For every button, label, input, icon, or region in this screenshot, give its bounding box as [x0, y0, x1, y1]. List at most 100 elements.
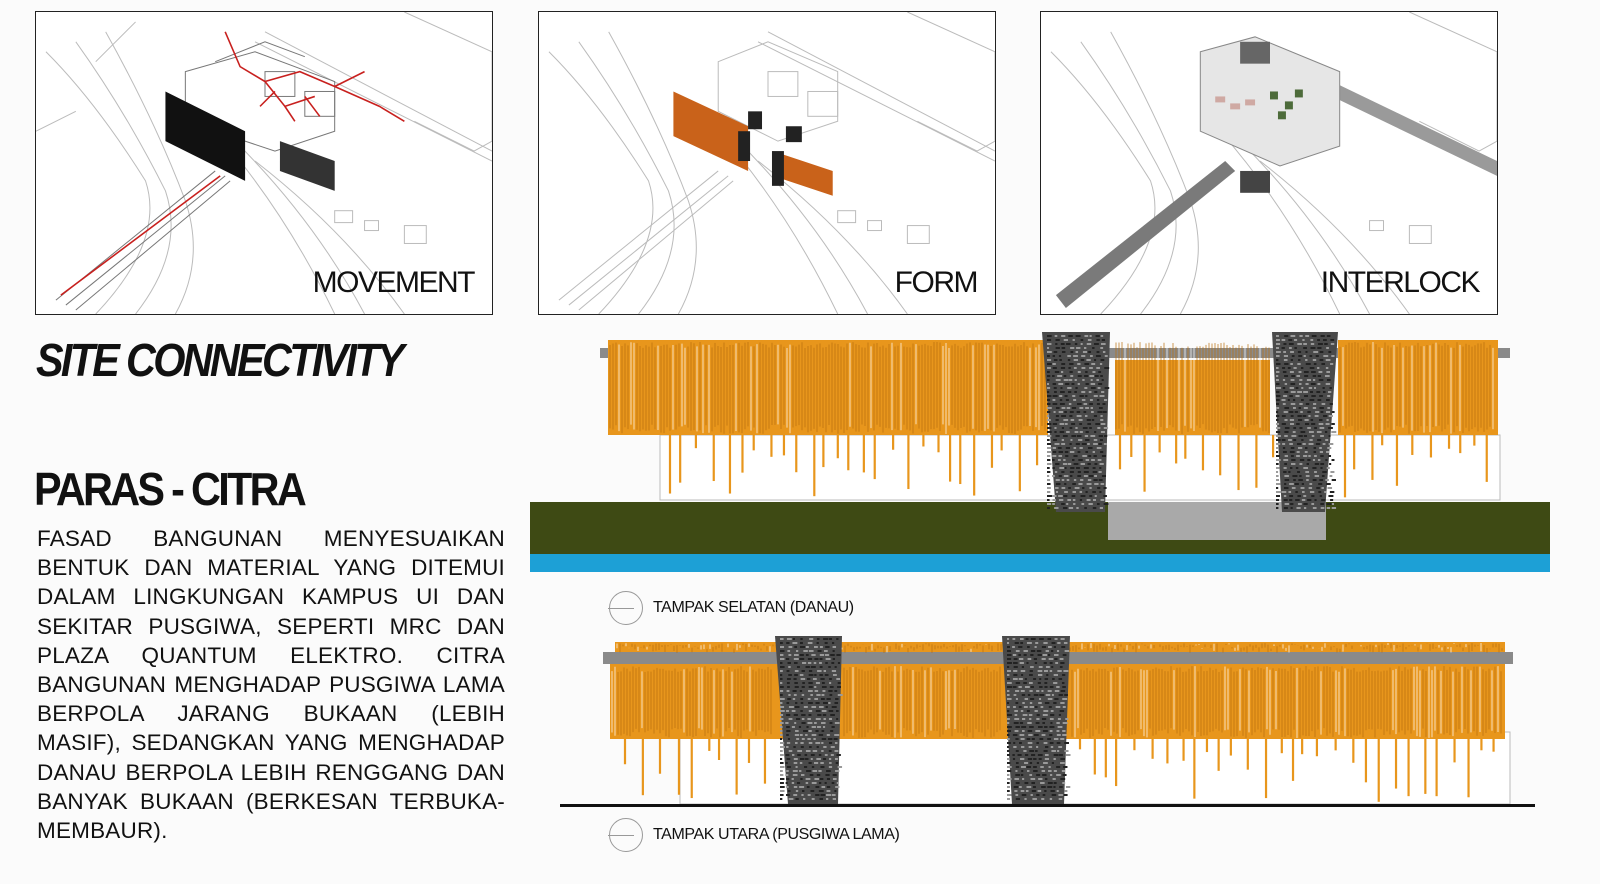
stone-block — [1045, 666, 1050, 668]
stone-block — [1087, 479, 1092, 481]
stone-block — [803, 798, 806, 800]
stone-block — [795, 798, 799, 800]
stone-block — [822, 758, 827, 760]
stone-block — [1047, 363, 1052, 365]
stone-block — [1301, 439, 1304, 441]
stone-block — [1039, 686, 1043, 688]
stone-block — [1308, 387, 1313, 389]
stone-block — [1330, 471, 1335, 473]
stone-block — [1063, 339, 1068, 341]
north-elevation-drawing — [560, 636, 1535, 807]
stone-block — [786, 638, 792, 640]
stone-block — [1040, 706, 1044, 708]
stone-block — [830, 746, 835, 748]
stone-block — [1044, 702, 1050, 704]
stone-block — [1033, 758, 1037, 760]
stone-block — [1326, 467, 1330, 469]
stone-block — [832, 798, 837, 800]
stone-block — [1019, 662, 1024, 664]
stone-block — [780, 658, 785, 660]
stone-block — [780, 678, 783, 680]
stone-block — [1284, 383, 1288, 385]
stone-block — [1079, 395, 1084, 397]
stone-block — [1054, 431, 1057, 433]
stone-block — [1061, 335, 1066, 337]
stone-block — [780, 770, 783, 772]
stone-block — [1053, 411, 1056, 413]
stone-block — [1077, 475, 1082, 477]
stone-block — [1039, 638, 1044, 640]
stone-block — [786, 770, 789, 772]
stone-block — [1323, 339, 1327, 341]
stone-block — [1038, 758, 1042, 760]
stone-block — [1052, 363, 1056, 365]
stone-block — [798, 726, 802, 728]
stone-block — [1102, 411, 1107, 413]
stone-block — [1090, 383, 1096, 385]
stone-block — [1037, 670, 1043, 672]
stone-block — [1317, 375, 1322, 377]
stone-block — [1059, 666, 1063, 668]
stone-block — [1058, 714, 1061, 716]
stone-block — [811, 734, 817, 736]
stone-block — [1075, 443, 1080, 445]
stone-block — [1036, 718, 1040, 720]
stone-block — [1077, 471, 1081, 473]
stone-block — [1064, 650, 1070, 652]
stone-block — [1078, 439, 1083, 441]
stone-block — [834, 750, 839, 752]
stone-block — [780, 698, 785, 700]
stone-block — [1007, 710, 1010, 712]
stone-block — [1068, 507, 1074, 509]
stone-block — [1028, 746, 1033, 748]
stone-block — [1020, 690, 1025, 692]
stone-block — [780, 766, 785, 768]
stone-block — [1060, 738, 1065, 740]
stone-block — [1047, 491, 1051, 493]
stone-block — [809, 774, 814, 776]
stone-block — [1036, 714, 1040, 716]
stone-block — [1276, 383, 1280, 385]
stone-block — [1329, 463, 1332, 465]
stone-block — [1039, 698, 1042, 700]
stone-block — [829, 762, 832, 764]
stone-block — [1013, 786, 1019, 788]
stone-block — [1320, 411, 1324, 413]
stone-block — [1303, 435, 1307, 437]
stone-block — [1318, 371, 1323, 373]
stone-block — [808, 730, 812, 732]
stone-block — [829, 682, 832, 684]
stone-block — [826, 770, 831, 772]
stone-block — [1303, 371, 1309, 373]
stone-block — [1100, 375, 1103, 377]
stone-block — [814, 698, 819, 700]
stone-block — [1276, 483, 1281, 485]
stone-block — [1324, 491, 1327, 493]
stone-block — [1314, 471, 1317, 473]
stone-block — [1047, 399, 1051, 401]
stone-block — [1056, 722, 1060, 724]
stone-block — [1047, 499, 1050, 501]
stone-block — [1057, 642, 1061, 644]
stone-block — [811, 654, 816, 656]
stone-block — [1282, 451, 1287, 453]
stone-block — [1073, 367, 1077, 369]
stone-block — [835, 786, 840, 788]
stone-block — [1097, 487, 1101, 489]
stone-block — [1013, 706, 1016, 708]
stone-block — [780, 666, 785, 668]
stone-block — [1304, 375, 1309, 377]
stone-block — [1297, 343, 1302, 345]
stone-block — [794, 646, 797, 648]
stone-block — [1067, 387, 1072, 389]
stone-block — [831, 794, 836, 796]
stone-block — [1303, 355, 1306, 357]
stone-block — [1093, 395, 1098, 397]
stone-block — [1065, 455, 1069, 457]
stone-block — [814, 690, 819, 692]
stone-block — [832, 650, 835, 652]
stone-block — [1035, 642, 1039, 644]
stone-block — [791, 726, 795, 728]
stone-block — [815, 786, 820, 788]
stone-block — [807, 722, 813, 724]
